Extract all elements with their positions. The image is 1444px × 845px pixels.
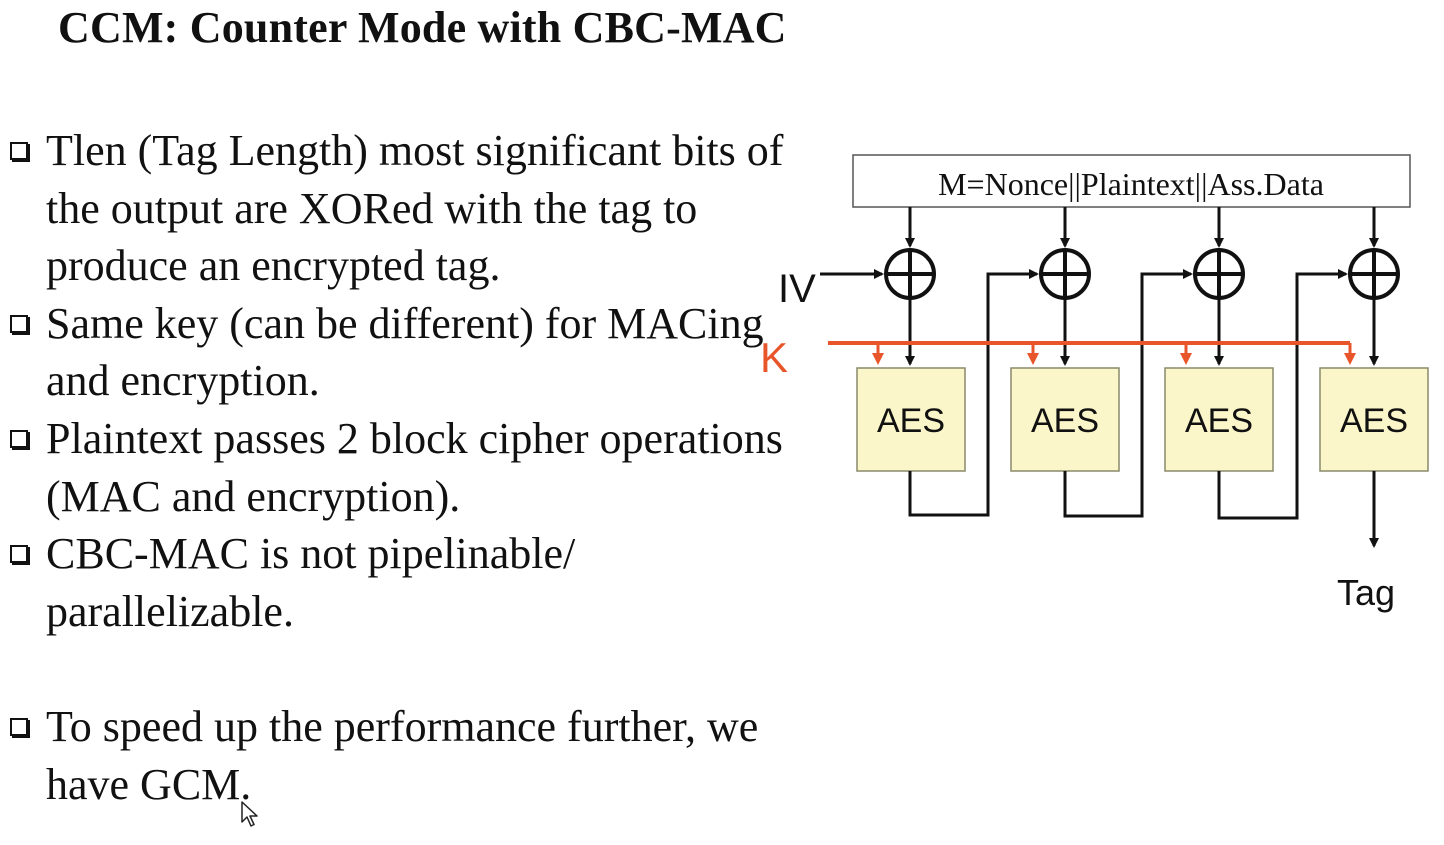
bullet-item: Plaintext passes 2 block cipher operatio… [8,410,798,525]
iv-label: IV [778,267,816,311]
cbc-stage-3: AES [1164,207,1348,520]
aes-block [1010,367,1120,472]
bullet-item: Same key (can be different) for MACing a… [8,295,798,410]
bullet-text: Tlen (Tag Length) most significant bits … [46,126,784,291]
bullet-item: Tlen (Tag Length) most significant bits … [8,122,798,295]
cbc-stage-1: AES [856,207,1039,517]
ccm-diagram: M=Nonce||Plaintext||Ass.Data IV K AES AE… [760,154,1429,613]
tag-label: Tag [1337,572,1395,613]
message-input-box: M=Nonce||Plaintext||Ass.Data [852,154,1411,208]
aes-label: AES [1185,402,1253,440]
bullet-text: Same key (can be different) for MACing a… [46,298,764,406]
checkbox-bullet-icon [10,545,28,564]
aes-block [856,367,966,472]
checkbox-bullet-icon [10,429,28,448]
key-label: K [760,334,788,381]
bullet-text: To speed up the performance further, we … [46,702,759,809]
slide-title: CCM: Counter Mode with CBC-MAC [58,3,787,52]
aes-block [1164,367,1274,472]
bullet-text: CBC-MAC is not pipelinable/ parallelizab… [46,529,576,636]
aes-label: AES [1031,402,1099,440]
bullet-list: Tlen (Tag Length) most significant bits … [8,122,798,814]
mouse-pointer-icon [241,801,258,827]
cbc-stage-4: AES [1319,207,1429,548]
checkbox-bullet-icon [10,142,28,160]
bullet-item: To speed up the performance further, we … [8,698,798,813]
aes-label: AES [877,402,945,440]
message-label: M=Nonce||Plaintext||Ass.Data [938,166,1324,202]
key-distribution-line [828,341,1356,365]
cbc-stage-2: AES [1010,207,1193,518]
checkbox-bullet-icon [10,718,28,737]
checkbox-bullet-icon [10,314,28,333]
aes-label: AES [1340,402,1408,440]
bullet-text: Plaintext passes 2 block cipher operatio… [46,413,783,521]
bullet-item: CBC-MAC is not pipelinable/ parallelizab… [8,525,798,640]
